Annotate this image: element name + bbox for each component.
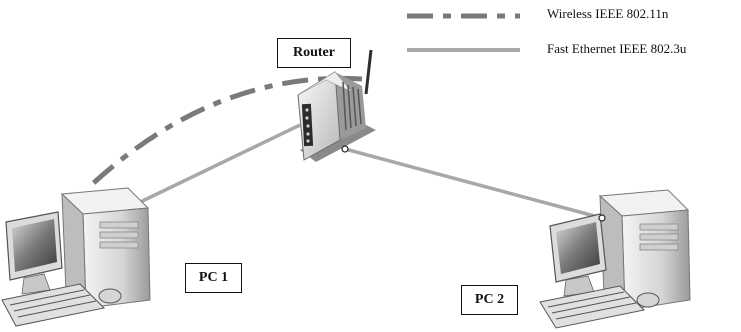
legend-ethernet-label: Fast Ethernet IEEE 802.3u xyxy=(547,41,687,56)
ethernet-link-router-pc2 xyxy=(344,147,603,220)
pc1-computer-icon xyxy=(1,187,151,327)
pc2-label: PC 2 xyxy=(461,285,518,315)
router-label: Router xyxy=(277,38,351,68)
ethernet-link-router-pc1 xyxy=(129,123,301,209)
pc1-label: PC 1 xyxy=(185,263,242,293)
router-icon xyxy=(297,49,376,162)
legend-wireless-label: Wireless IEEE 802.11n xyxy=(547,6,669,21)
pc2-computer-icon xyxy=(539,189,691,329)
